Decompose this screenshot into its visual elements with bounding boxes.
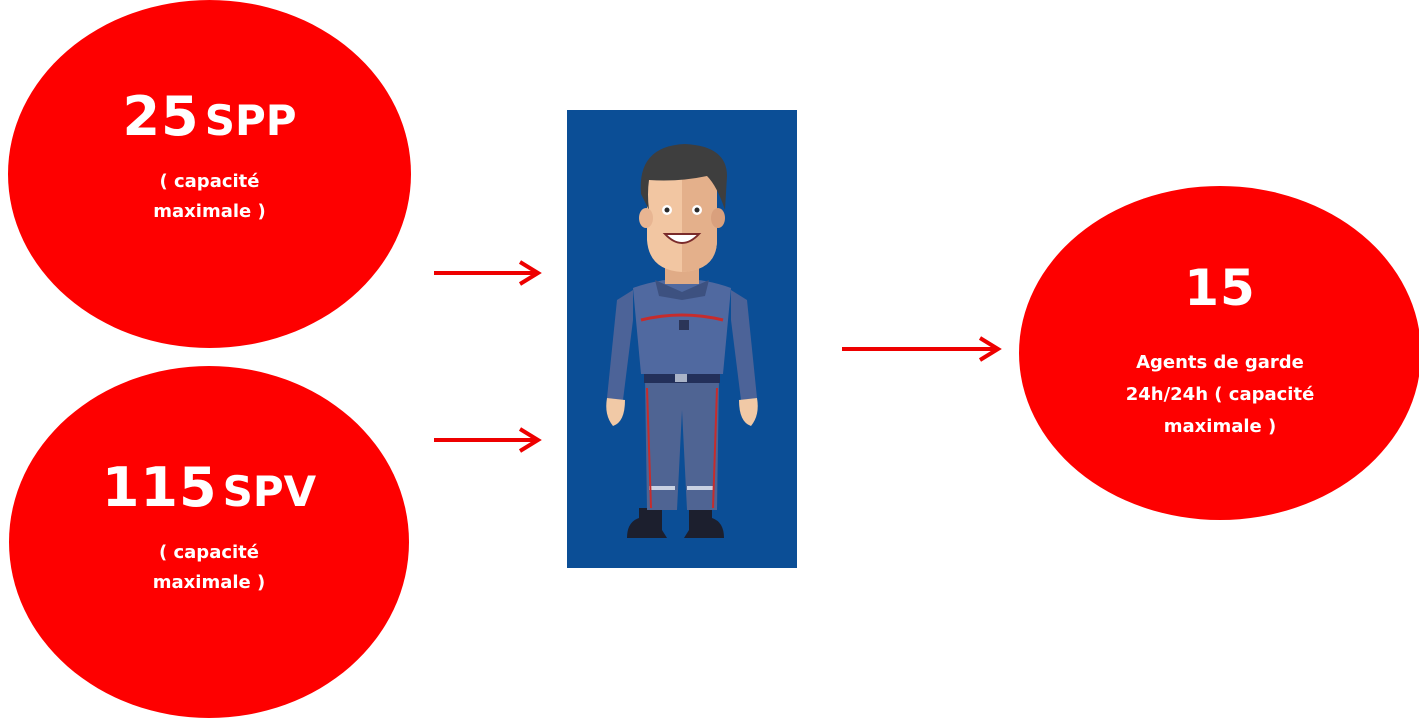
spv-count: 115 xyxy=(102,456,218,519)
spp-note-line1: ( capacité xyxy=(153,167,265,197)
agents-note: Agents de garde 24h/24h ( capacité maxim… xyxy=(1126,347,1315,443)
agents-count: 15 xyxy=(1184,263,1256,313)
agents-note-line3: maximale ) xyxy=(1126,411,1315,443)
agents-note-line2: 24h/24h ( capacité xyxy=(1126,379,1315,411)
spv-unit: SPV xyxy=(223,467,317,516)
arrow-figure-to-agents xyxy=(840,334,1004,364)
firefighter-illustration xyxy=(567,110,797,568)
spp-note-line2: maximale ) xyxy=(153,197,265,227)
spv-note: ( capacité maximale ) xyxy=(153,538,265,598)
spv-bubble: 115 SPV ( capacité maximale ) xyxy=(9,366,409,718)
spp-count: 25 xyxy=(122,85,199,148)
arrow-spv-to-figure xyxy=(432,425,544,455)
agents-note-line1: Agents de garde xyxy=(1126,347,1315,379)
spp-unit: SPP xyxy=(205,96,297,145)
arrow-spp-to-figure xyxy=(432,258,544,288)
spp-count-row: 25 SPP xyxy=(122,90,296,145)
spv-note-line1: ( capacité xyxy=(153,538,265,568)
agents-bubble: 15 Agents de garde 24h/24h ( capacité ma… xyxy=(1019,186,1419,520)
spv-note-line2: maximale ) xyxy=(153,568,265,598)
spv-count-row: 115 SPV xyxy=(102,461,316,516)
spp-note: ( capacité maximale ) xyxy=(153,167,265,227)
spp-bubble: 25 SPP ( capacité maximale ) xyxy=(8,0,411,348)
